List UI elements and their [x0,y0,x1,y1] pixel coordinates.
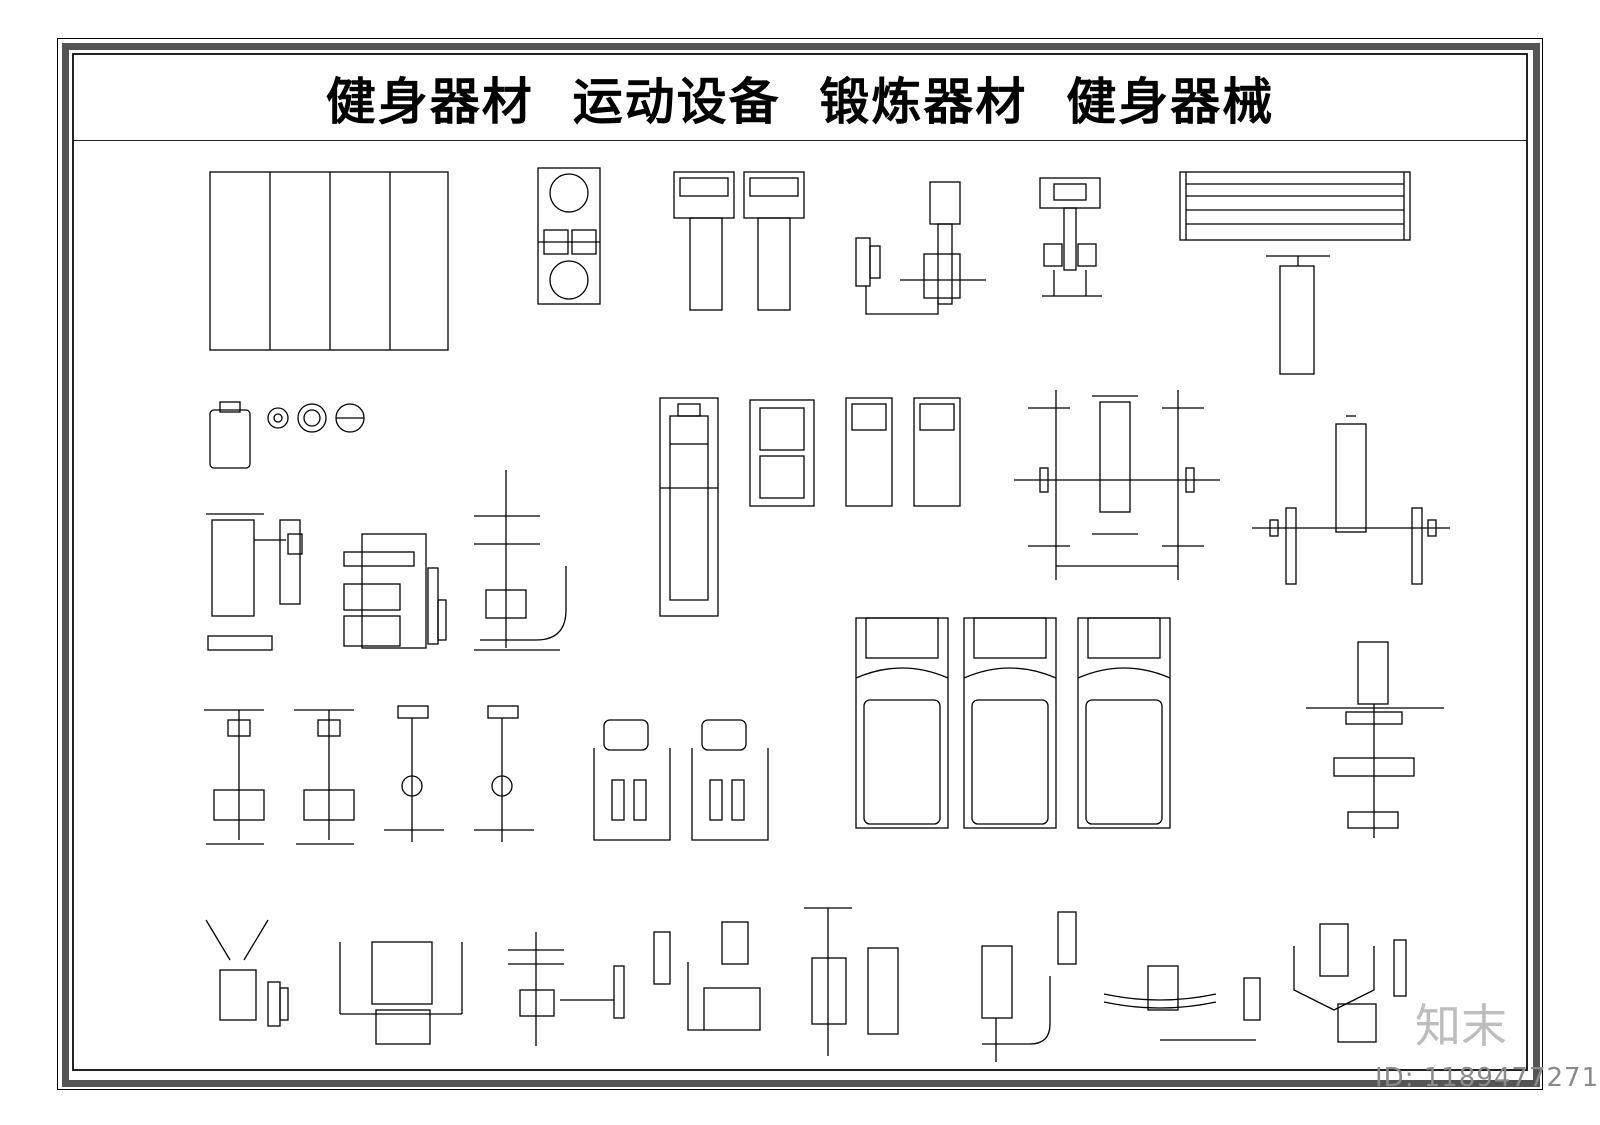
treadmill-1 [855,617,949,829]
seated-row-machine [1039,177,1102,297]
sheet-border-thick [62,43,1540,1087]
leg-press-machine [855,181,986,315]
pair-of-benches [673,171,805,311]
leg-curl-machine [653,921,761,1031]
sheet-title: 健身器材 运动设备 锻炼器材 健身器械 [325,72,1275,131]
exercise-mat [209,171,449,351]
chest-fly-machine [508,932,625,1046]
stationary-bike-2 [294,709,355,845]
hack-squat-machine [1293,923,1407,1043]
leg-extension-machines [845,397,961,507]
sheet-border-inner [72,53,1528,1071]
cable-machine [206,513,303,651]
dip-station [205,919,289,1027]
sit-up-bench [1266,255,1330,375]
treadmill-3 [1077,617,1171,829]
elliptical-trainer-2 [691,719,769,841]
treadmill-2 [963,617,1057,829]
power-rack [1014,390,1220,580]
shoulder-press-machine [804,907,899,1056]
park-bench [1179,171,1411,241]
stationary-bike-1 [204,709,265,845]
title-block: 健身器材 运动设备 锻炼器材 健身器械 [74,55,1526,141]
spin-bike-1 [384,705,444,842]
watermark-logo: 知末 [1415,999,1507,1053]
ab-crunch-machine [1103,965,1261,1041]
weight-tree-machine [474,470,567,651]
sheet-border-outer [57,38,1543,1090]
spin-bike-2 [474,705,534,842]
weight-plates-icon [267,403,365,433]
lat-pulldown-machine [1306,641,1444,838]
chest-press-machine [749,399,815,507]
multi-station-machine [343,533,447,649]
smith-machine [339,941,463,1045]
squat-rack-bench [1252,415,1450,585]
incline-bench [659,397,719,617]
dumbbell-rack [537,167,601,305]
pec-deck-machine [981,911,1077,1062]
elliptical-trainer-1 [593,719,671,841]
watermark-id: ID: 1189477271 [1375,1063,1600,1093]
water-bottle-icon [209,401,251,469]
